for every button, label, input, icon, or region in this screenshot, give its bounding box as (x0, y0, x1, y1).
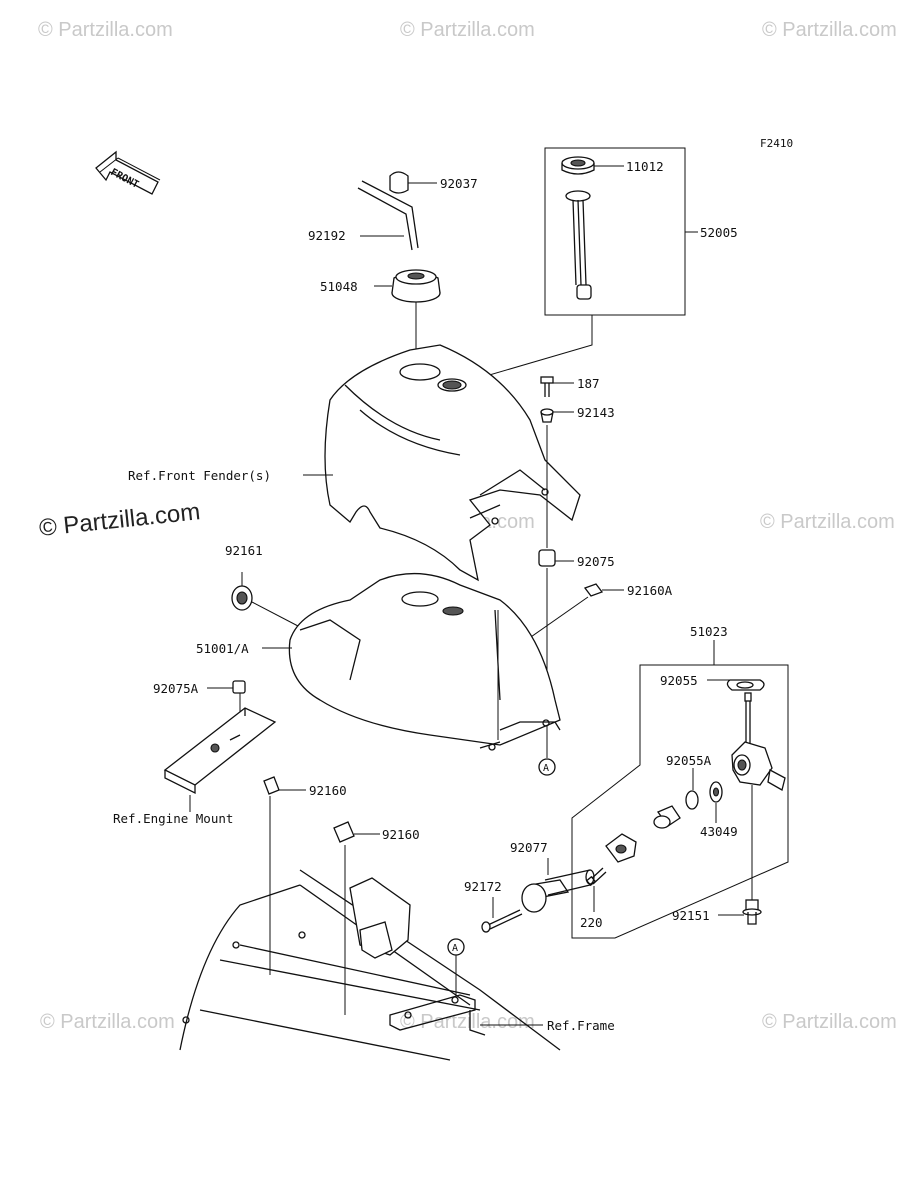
fuel-valve (731, 692, 786, 900)
ref-marker-a: A (538, 730, 556, 776)
callout-labels: 92037 92192 51048 11012 52005 187 92143 … (113, 159, 738, 1033)
watermark-main: © Partzilla.com (38, 498, 202, 542)
gauge-group-bracket (444, 147, 698, 389)
callout-92077: 92077 (510, 840, 548, 855)
cushion-92160-b (333, 821, 380, 1015)
callout-220: 220 (580, 915, 603, 930)
callout-51023: 51023 (690, 624, 728, 639)
callout-187: 187 (577, 376, 600, 391)
callout-92192: 92192 (308, 228, 346, 243)
frame (179, 869, 561, 1061)
figure-code: F2410 (760, 137, 793, 150)
callout-92075: 92075 (577, 554, 615, 569)
callout-92160: 92160 (309, 783, 347, 798)
watermark: © Partzilla.com (762, 1011, 897, 1033)
collar-92143 (540, 408, 574, 548)
engine-mount (163, 707, 277, 812)
ref-marker-a-frame: A (447, 938, 465, 956)
watermark: © Partzilla.com (762, 19, 897, 41)
callout-92075A: 92075A (153, 681, 199, 696)
breather-tube-92192 (357, 180, 419, 251)
front-fender (303, 344, 581, 582)
cushion-92160-a (263, 776, 306, 975)
washer-43049 (709, 781, 723, 823)
watermark: © Partzilla.com (400, 19, 535, 41)
grommet-92161 (231, 572, 299, 627)
callout-92055: 92055 (660, 673, 698, 688)
front-arrow-icon: FRONT (95, 150, 161, 195)
ref-marker-label: A (452, 943, 458, 954)
callout-ref-engine-mount: Ref.Engine Mount (113, 811, 233, 826)
bolt-92151 (718, 899, 762, 925)
callout-92037: 92037 (440, 176, 478, 191)
bolt-187 (540, 376, 574, 397)
callout-92055A: 92055A (666, 753, 712, 768)
callout-92160: 92160 (382, 827, 420, 842)
callout-92143: 92143 (577, 405, 615, 420)
callout-92151: 92151 (672, 908, 710, 923)
ref-marker-label: A (543, 763, 549, 774)
o-ring-92055A (685, 768, 699, 810)
fuel-cap-51048 (374, 269, 441, 370)
fuel-tank-51001A (262, 572, 561, 751)
callout-ref-front-fender: Ref.Front Fender(s) (128, 468, 271, 483)
bolt-92172 (481, 897, 523, 933)
pipe-92077 (521, 858, 595, 913)
callout-ref-frame: Ref.Frame (547, 1018, 615, 1033)
callout-51048: 51048 (320, 279, 358, 294)
callout-11012: 11012 (626, 159, 664, 174)
callout-52005: 52005 (700, 225, 738, 240)
watermark: © Partzilla.com (760, 511, 895, 533)
clamp-92037 (389, 171, 437, 194)
watermark: © Partzilla.com (38, 19, 173, 41)
callout-43049: 43049 (700, 824, 738, 839)
screw-220 (585, 867, 607, 912)
callout-92161: 92161 (225, 543, 263, 558)
watermark: © Partzilla.com (40, 1011, 175, 1033)
gasket-92055 (707, 679, 765, 691)
grommet-11012 (561, 156, 624, 175)
strainer (653, 805, 681, 829)
fuel-gauge-unit (565, 190, 592, 300)
callout-51001A: 51001/A (196, 641, 249, 656)
cushion-92075A (207, 680, 246, 720)
plate (605, 833, 637, 863)
watermark: © Partzilla.com (400, 1011, 535, 1033)
callout-92172: 92172 (464, 879, 502, 894)
callout-92160A: 92160A (627, 583, 673, 598)
valve-group-bracket (571, 640, 789, 939)
